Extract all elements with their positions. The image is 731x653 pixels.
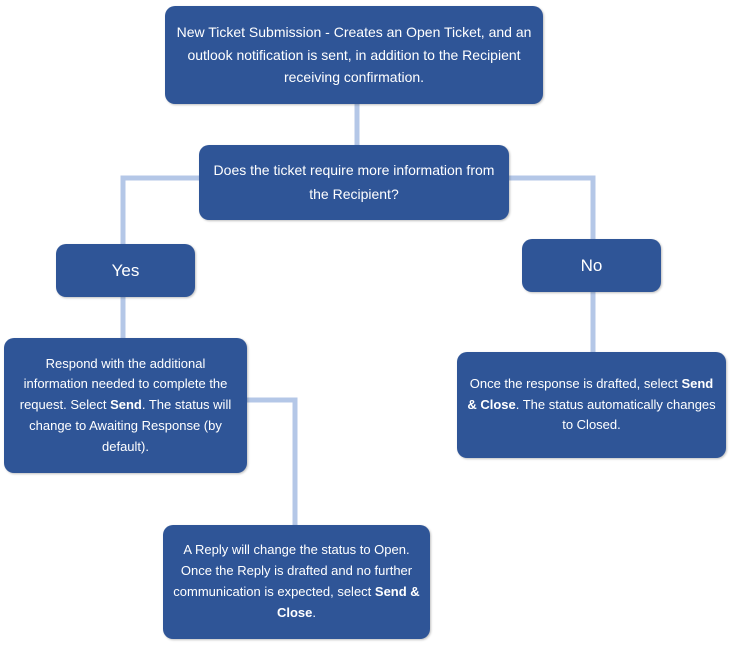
node-reply-text-part2: . — [312, 604, 317, 620]
connector-question-yes — [120, 175, 199, 244]
node-respond-text-part2: . The status will change to Awaiting Res… — [29, 397, 232, 454]
connector-respond-reply — [247, 397, 298, 525]
node-yes: Yes — [56, 244, 195, 297]
node-respond-text-bold: Send — [110, 397, 142, 413]
node-reply-text-bold: Send & Close — [276, 584, 420, 620]
node-reply-text-part1: A Reply will change the status to Open. … — [173, 542, 413, 599]
node-reply-open-text: A Reply will change the status to Open. … — [173, 540, 420, 623]
node-new-ticket-submission: New Ticket Submission - Creates an Open … — [165, 6, 543, 104]
connector-question-no — [509, 175, 596, 239]
node-respond-with-info: Respond with the additional information … — [4, 338, 247, 473]
node-respond-with-info-text: Respond with the additional information … — [14, 354, 237, 458]
node-decision-question-text: Does the ticket require more information… — [213, 161, 495, 202]
node-no: No — [522, 239, 661, 292]
node-yes-text: Yes — [111, 260, 140, 280]
node-send-close-closed: Once the response is drafted, select Sen… — [457, 352, 726, 458]
node-new-ticket-submission-text: New Ticket Submission - Creates an Open … — [176, 24, 532, 86]
node-closed-text-part2: . The status automatically changes to Cl… — [515, 396, 716, 433]
node-no-text: No — [580, 255, 603, 275]
node-decision-question: Does the ticket require more information… — [199, 145, 509, 220]
node-closed-text-part1: Once the response is drafted, select — [469, 375, 682, 391]
node-respond-text-part1: Respond with the additional information … — [19, 355, 228, 413]
node-send-close-closed-text: Once the response is drafted, select Sen… — [467, 374, 716, 436]
node-reply-open: A Reply will change the status to Open. … — [163, 525, 430, 639]
node-closed-text-bold: Send & Close — [467, 375, 714, 412]
